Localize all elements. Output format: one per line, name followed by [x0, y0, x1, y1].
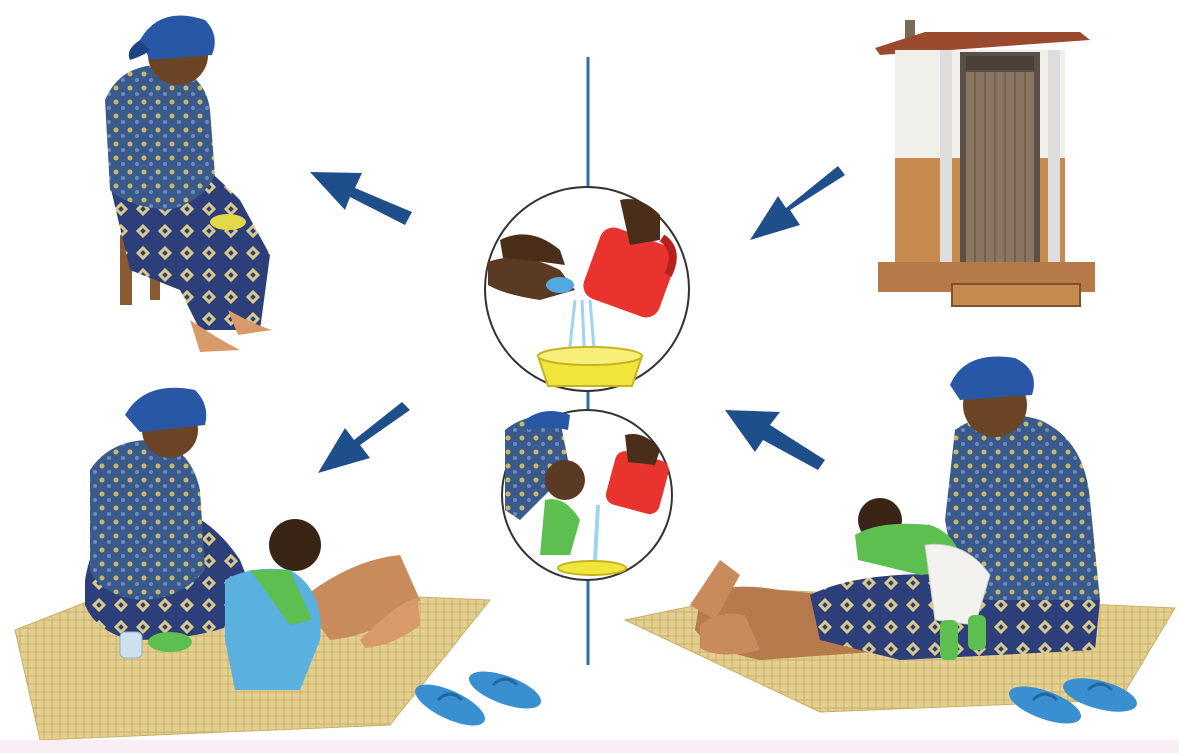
latrine-icon	[875, 20, 1095, 306]
arrow-handwash-to-eating	[310, 172, 412, 225]
arrow-latrine-to-handwash	[750, 166, 845, 240]
arrow-handwash-to-feeding	[318, 402, 410, 473]
bottom-band	[0, 740, 1179, 753]
handwash-child-circle	[502, 410, 672, 580]
arrow-changing-to-handwash	[725, 410, 825, 470]
handwash-adult-circle	[485, 187, 689, 391]
mother-eating-icon	[105, 16, 272, 353]
mother-changing-baby-icon	[625, 357, 1175, 712]
